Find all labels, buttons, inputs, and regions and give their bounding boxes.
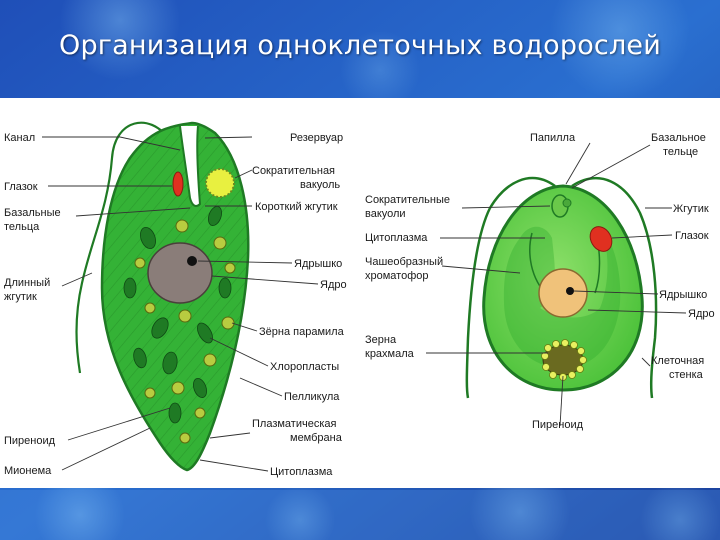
euglena-contractile-vacuole	[205, 168, 235, 198]
label-chromatophore-2: хроматофор	[365, 270, 429, 282]
label-chromatophore-1: Чашеобразный	[365, 256, 443, 268]
label-eyespot: Глазок	[4, 181, 38, 193]
label-canal: Канал	[4, 132, 35, 144]
cell-diagram: Канал Глазок Базальные тельца Длинный жг…	[4, 121, 715, 478]
label-chl-nucleolus: Ядрышко	[659, 289, 707, 301]
euglena-cell	[75, 121, 250, 472]
label-basal-body-1: Базальное	[651, 132, 706, 144]
diagram-panel: Канал Глазок Базальные тельца Длинный жг…	[0, 98, 720, 488]
label-cytoplasm: Цитоплазма	[270, 466, 333, 478]
label-contractile-vacuole-2: вакуоль	[300, 179, 340, 191]
euglena-canal	[179, 125, 202, 207]
slide-title: Организация одноклеточных водорослей	[59, 30, 661, 61]
label-cell-wall-1: Клеточная	[651, 355, 704, 367]
label-nucleolus: Ядрышко	[294, 258, 342, 270]
label-long-flagellum-2: жгутик	[4, 291, 37, 303]
label-nucleus: Ядро	[320, 279, 347, 291]
chlamydomonas-eyespot	[589, 226, 613, 252]
chlamydomonas-leader-lines	[426, 142, 687, 427]
euglena-paramylon-grains	[134, 219, 236, 444]
chlamydomonas-nucleus	[538, 268, 588, 318]
euglena-chloroplasts	[123, 205, 232, 424]
label-contractile-vacuole-1: Сократительная	[252, 165, 335, 177]
label-short-flagellum: Короткий жгутик	[255, 201, 338, 213]
chlamydomonas-pyrenoid	[541, 339, 587, 381]
label-papilla: Папилла	[530, 132, 576, 144]
euglena-nucleolus	[187, 256, 197, 266]
euglena-leader-lines	[42, 136, 319, 472]
label-basal-body-2: тельце	[663, 146, 698, 158]
euglena-long-flagellum	[75, 121, 169, 374]
euglena-labels: Канал Глазок Базальные тельца Длинный жг…	[4, 132, 347, 478]
chlamydomonas-labels: Папилла Сократительные вакуоли Цитоплазм…	[365, 132, 715, 431]
label-cell-wall-2: стенка	[669, 369, 704, 381]
chlamydomonas-cell	[465, 176, 658, 399]
label-starch-2: крахмала	[365, 348, 415, 360]
label-chl-contractile-2: вакуоли	[365, 208, 406, 220]
label-basal-bodies-1: Базальные	[4, 207, 61, 219]
label-chl-pyrenoid: Пиреноид	[532, 419, 584, 431]
euglena-nucleus	[147, 242, 213, 304]
chlamydomonas-chromatophore	[503, 226, 621, 368]
chlamydomonas-flagellum-right	[571, 176, 658, 399]
label-chl-eyespot: Глазок	[675, 230, 709, 242]
label-myoneme: Мионема	[4, 465, 52, 477]
label-reservoir: Резервуар	[290, 132, 343, 144]
label-chl-contractile-1: Сократительные	[365, 194, 450, 206]
label-basal-bodies-2: тельца	[4, 221, 40, 233]
label-chl-nucleus: Ядро	[688, 308, 715, 320]
label-long-flagellum-1: Длинный	[4, 277, 50, 289]
label-paramylon: Зёрна парамила	[259, 326, 345, 338]
label-pyrenoid: Пиреноид	[4, 435, 56, 447]
label-plasma-membrane-1: Плазматическая	[252, 418, 337, 430]
euglena-eyespot	[172, 171, 184, 197]
label-chloroplasts: Хлоропласты	[270, 361, 339, 373]
chlamydomonas-nucleolus	[566, 287, 574, 295]
label-plasma-membrane-2: мембрана	[290, 432, 343, 444]
label-chl-cytoplasm: Цитоплазма	[365, 232, 428, 244]
label-pellicle: Пелликула	[284, 391, 340, 403]
chlamydomonas-flagellum-left	[465, 176, 556, 399]
label-starch-1: Зерна	[365, 334, 397, 346]
label-flagellum: Жгутик	[673, 203, 709, 215]
